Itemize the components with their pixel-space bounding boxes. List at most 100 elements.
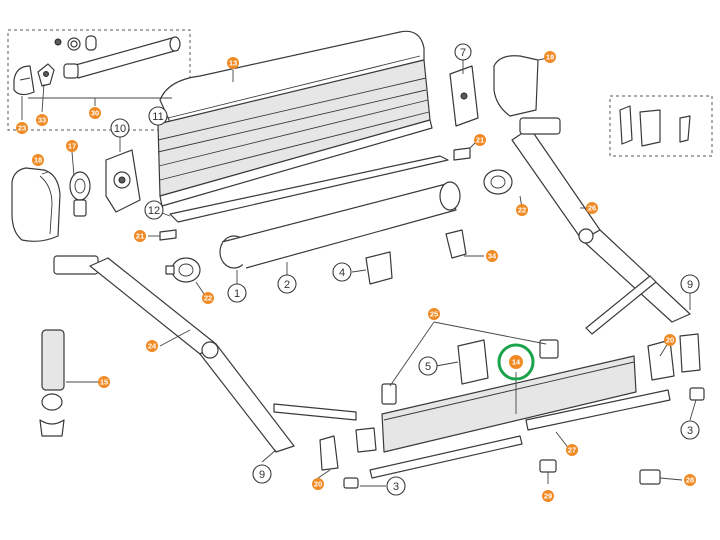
svg-text:22: 22 <box>518 206 526 215</box>
svg-text:26: 26 <box>588 204 596 213</box>
svg-text:10: 10 <box>114 123 126 135</box>
svg-text:7: 7 <box>460 47 466 59</box>
svg-text:9: 9 <box>687 279 693 291</box>
svg-text:13: 13 <box>229 59 237 68</box>
callout-24[interactable]: 24 <box>146 340 158 352</box>
svg-text:18: 18 <box>34 156 42 165</box>
clip-part-21-left[interactable] <box>159 229 177 241</box>
callout-9-left[interactable]: 9 <box>252 464 272 484</box>
gear-part-17[interactable] <box>69 171 91 217</box>
right-arm-support[interactable] <box>585 275 657 335</box>
callout-5[interactable]: 5 <box>418 356 438 376</box>
callout-22-left[interactable]: 22 <box>202 292 214 304</box>
svg-text:11: 11 <box>152 111 163 123</box>
remote-control-part-15[interactable] <box>39 329 65 437</box>
callout-9-right[interactable]: 9 <box>680 274 700 294</box>
svg-text:4: 4 <box>339 267 345 279</box>
front-bar-part-14[interactable] <box>381 355 637 453</box>
drive-part-22-left[interactable] <box>165 257 201 283</box>
clip-part-21-right[interactable] <box>453 147 471 161</box>
clip-part-29[interactable] <box>539 459 557 473</box>
callout-4[interactable]: 4 <box>332 262 352 282</box>
svg-text:20: 20 <box>666 336 674 345</box>
svg-text:15: 15 <box>100 378 108 387</box>
svg-text:2: 2 <box>284 279 290 291</box>
svg-text:29: 29 <box>544 492 552 501</box>
svg-text:24: 24 <box>148 342 157 351</box>
inset-box-roller-tube <box>7 29 191 131</box>
fitting-nuts[interactable] <box>54 35 97 51</box>
strip-part-12[interactable] <box>169 155 449 223</box>
end-cap-part-5[interactable] <box>457 339 489 385</box>
callout-3-bottom[interactable]: 3 <box>386 476 406 496</box>
callout-12[interactable]: 12 <box>144 200 164 220</box>
clip-parts-3[interactable] <box>343 387 705 489</box>
callout-21-right[interactable]: 21 <box>474 134 486 146</box>
svg-text:19: 19 <box>546 53 554 62</box>
callout-25[interactable]: 25 <box>428 308 440 320</box>
callout-13[interactable]: 13 <box>227 57 239 69</box>
callout-29[interactable]: 29 <box>542 490 554 502</box>
slide-rail-part-27[interactable] <box>369 389 671 479</box>
fabric-tube-1[interactable] <box>219 181 461 269</box>
bracket-part-33[interactable] <box>37 63 55 87</box>
callout-20-right[interactable]: 20 <box>664 334 676 346</box>
callout-21-left[interactable]: 21 <box>134 230 146 242</box>
svg-text:5: 5 <box>425 361 431 373</box>
bracket-part-4[interactable] <box>365 251 393 285</box>
bracket-part-34[interactable] <box>445 229 467 259</box>
svg-text:20: 20 <box>314 480 322 489</box>
left-housing-cover-18[interactable] <box>11 167 61 242</box>
callout-20-left[interactable]: 20 <box>312 478 324 490</box>
callout-33[interactable]: 33 <box>36 114 48 126</box>
svg-text:33: 33 <box>38 116 46 125</box>
callout-28[interactable]: 28 <box>684 474 696 486</box>
svg-text:12: 12 <box>148 205 160 217</box>
mechanism-part-10[interactable] <box>105 149 141 213</box>
svg-text:21: 21 <box>476 136 484 145</box>
svg-text:30: 30 <box>91 109 99 118</box>
svg-text:21: 21 <box>136 232 144 241</box>
callout-26[interactable]: 26 <box>586 202 598 214</box>
leader-lines <box>21 57 697 487</box>
callout-3-right[interactable]: 3 <box>680 420 700 440</box>
mechanism-part-7[interactable] <box>449 65 479 127</box>
right-housing-cover-19[interactable] <box>493 55 539 117</box>
svg-text:3: 3 <box>393 481 399 493</box>
roller-tube-part[interactable] <box>63 36 181 79</box>
callout-23[interactable]: 23 <box>16 122 28 134</box>
callout-19[interactable]: 19 <box>544 51 556 63</box>
callout-10[interactable]: 10 <box>110 118 130 138</box>
svg-text:34: 34 <box>488 252 497 261</box>
callout-17[interactable]: 17 <box>66 140 78 152</box>
callout-7[interactable]: 7 <box>454 43 472 61</box>
profile-extrusion-11[interactable] <box>157 59 433 207</box>
svg-text:28: 28 <box>686 476 694 485</box>
right-arm-26[interactable] <box>511 117 691 323</box>
callout-15[interactable]: 15 <box>98 376 110 388</box>
end-cap-part[interactable] <box>13 65 35 96</box>
left-arm-24[interactable] <box>53 255 295 453</box>
inset-bracket-shapes[interactable] <box>619 105 691 147</box>
left-arm-support[interactable] <box>273 403 357 421</box>
callout-27[interactable]: 27 <box>566 444 578 456</box>
svg-text:27: 27 <box>568 446 576 455</box>
end-bracket-part-25[interactable] <box>381 339 559 405</box>
svg-text:14: 14 <box>512 358 521 367</box>
callout-11[interactable]: 11 <box>148 106 168 126</box>
drive-part-22-right[interactable] <box>483 169 513 195</box>
callout-1[interactable]: 1 <box>227 283 247 303</box>
callout-22-right[interactable]: 22 <box>516 204 528 216</box>
clip-part-28[interactable] <box>639 469 661 485</box>
svg-text:25: 25 <box>430 310 438 319</box>
end-cap-part-20[interactable] <box>319 333 701 471</box>
callout-18[interactable]: 18 <box>32 154 44 166</box>
callout-14[interactable]: 14 <box>509 355 523 369</box>
callout-34[interactable]: 34 <box>486 250 498 262</box>
callout-30[interactable]: 30 <box>89 107 101 119</box>
svg-text:3: 3 <box>687 425 693 437</box>
svg-text:17: 17 <box>68 142 76 151</box>
callout-2[interactable]: 2 <box>277 274 297 294</box>
front-profile-cover[interactable] <box>159 30 425 123</box>
